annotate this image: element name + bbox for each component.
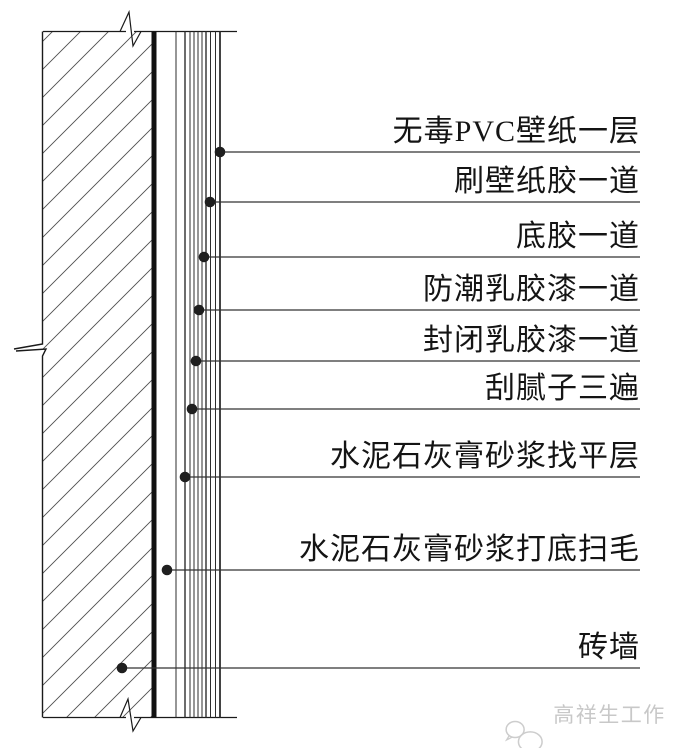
leader-dot bbox=[116, 662, 128, 674]
bottom-break-symbol-icon bbox=[119, 696, 142, 733]
layer-label: 底胶一道 bbox=[516, 220, 640, 253]
layer-label: 水泥石灰膏砂浆找平层 bbox=[330, 440, 640, 473]
layer-label: 刮腻子三遍 bbox=[485, 372, 640, 405]
leader-dot bbox=[179, 471, 191, 483]
layer-label: 水泥石灰膏砂浆打底扫毛 bbox=[299, 533, 640, 566]
leader-dot bbox=[198, 251, 210, 263]
leader-dot bbox=[214, 146, 226, 158]
leaders-layer bbox=[116, 146, 640, 674]
layer-label: 无毒PVC壁纸一层 bbox=[392, 115, 640, 148]
leader-dot bbox=[190, 355, 202, 367]
layer-label: 封闭乳胶漆一道 bbox=[423, 324, 640, 357]
layer-label: 防潮乳胶漆一道 bbox=[423, 273, 640, 306]
top-break-symbol-icon bbox=[119, 9, 142, 48]
chat-bubbles-icon bbox=[504, 720, 543, 748]
watermark: 高祥生工作室 bbox=[500, 694, 681, 748]
finish-layer-lines bbox=[175, 31, 221, 718]
wall-left-edge bbox=[13, 31, 48, 718]
layer-label: 砖墙 bbox=[578, 631, 640, 664]
leader-dot bbox=[161, 564, 173, 576]
brick-wall-hatch bbox=[43, 31, 152, 718]
wall-face-line bbox=[151, 31, 157, 718]
layer-label: 刷壁纸胶一道 bbox=[454, 165, 640, 198]
watermark-text: 高祥生工作室 bbox=[553, 704, 666, 727]
leader-dot bbox=[193, 304, 205, 316]
leader-dot bbox=[186, 403, 198, 415]
leader-dot bbox=[204, 196, 216, 208]
